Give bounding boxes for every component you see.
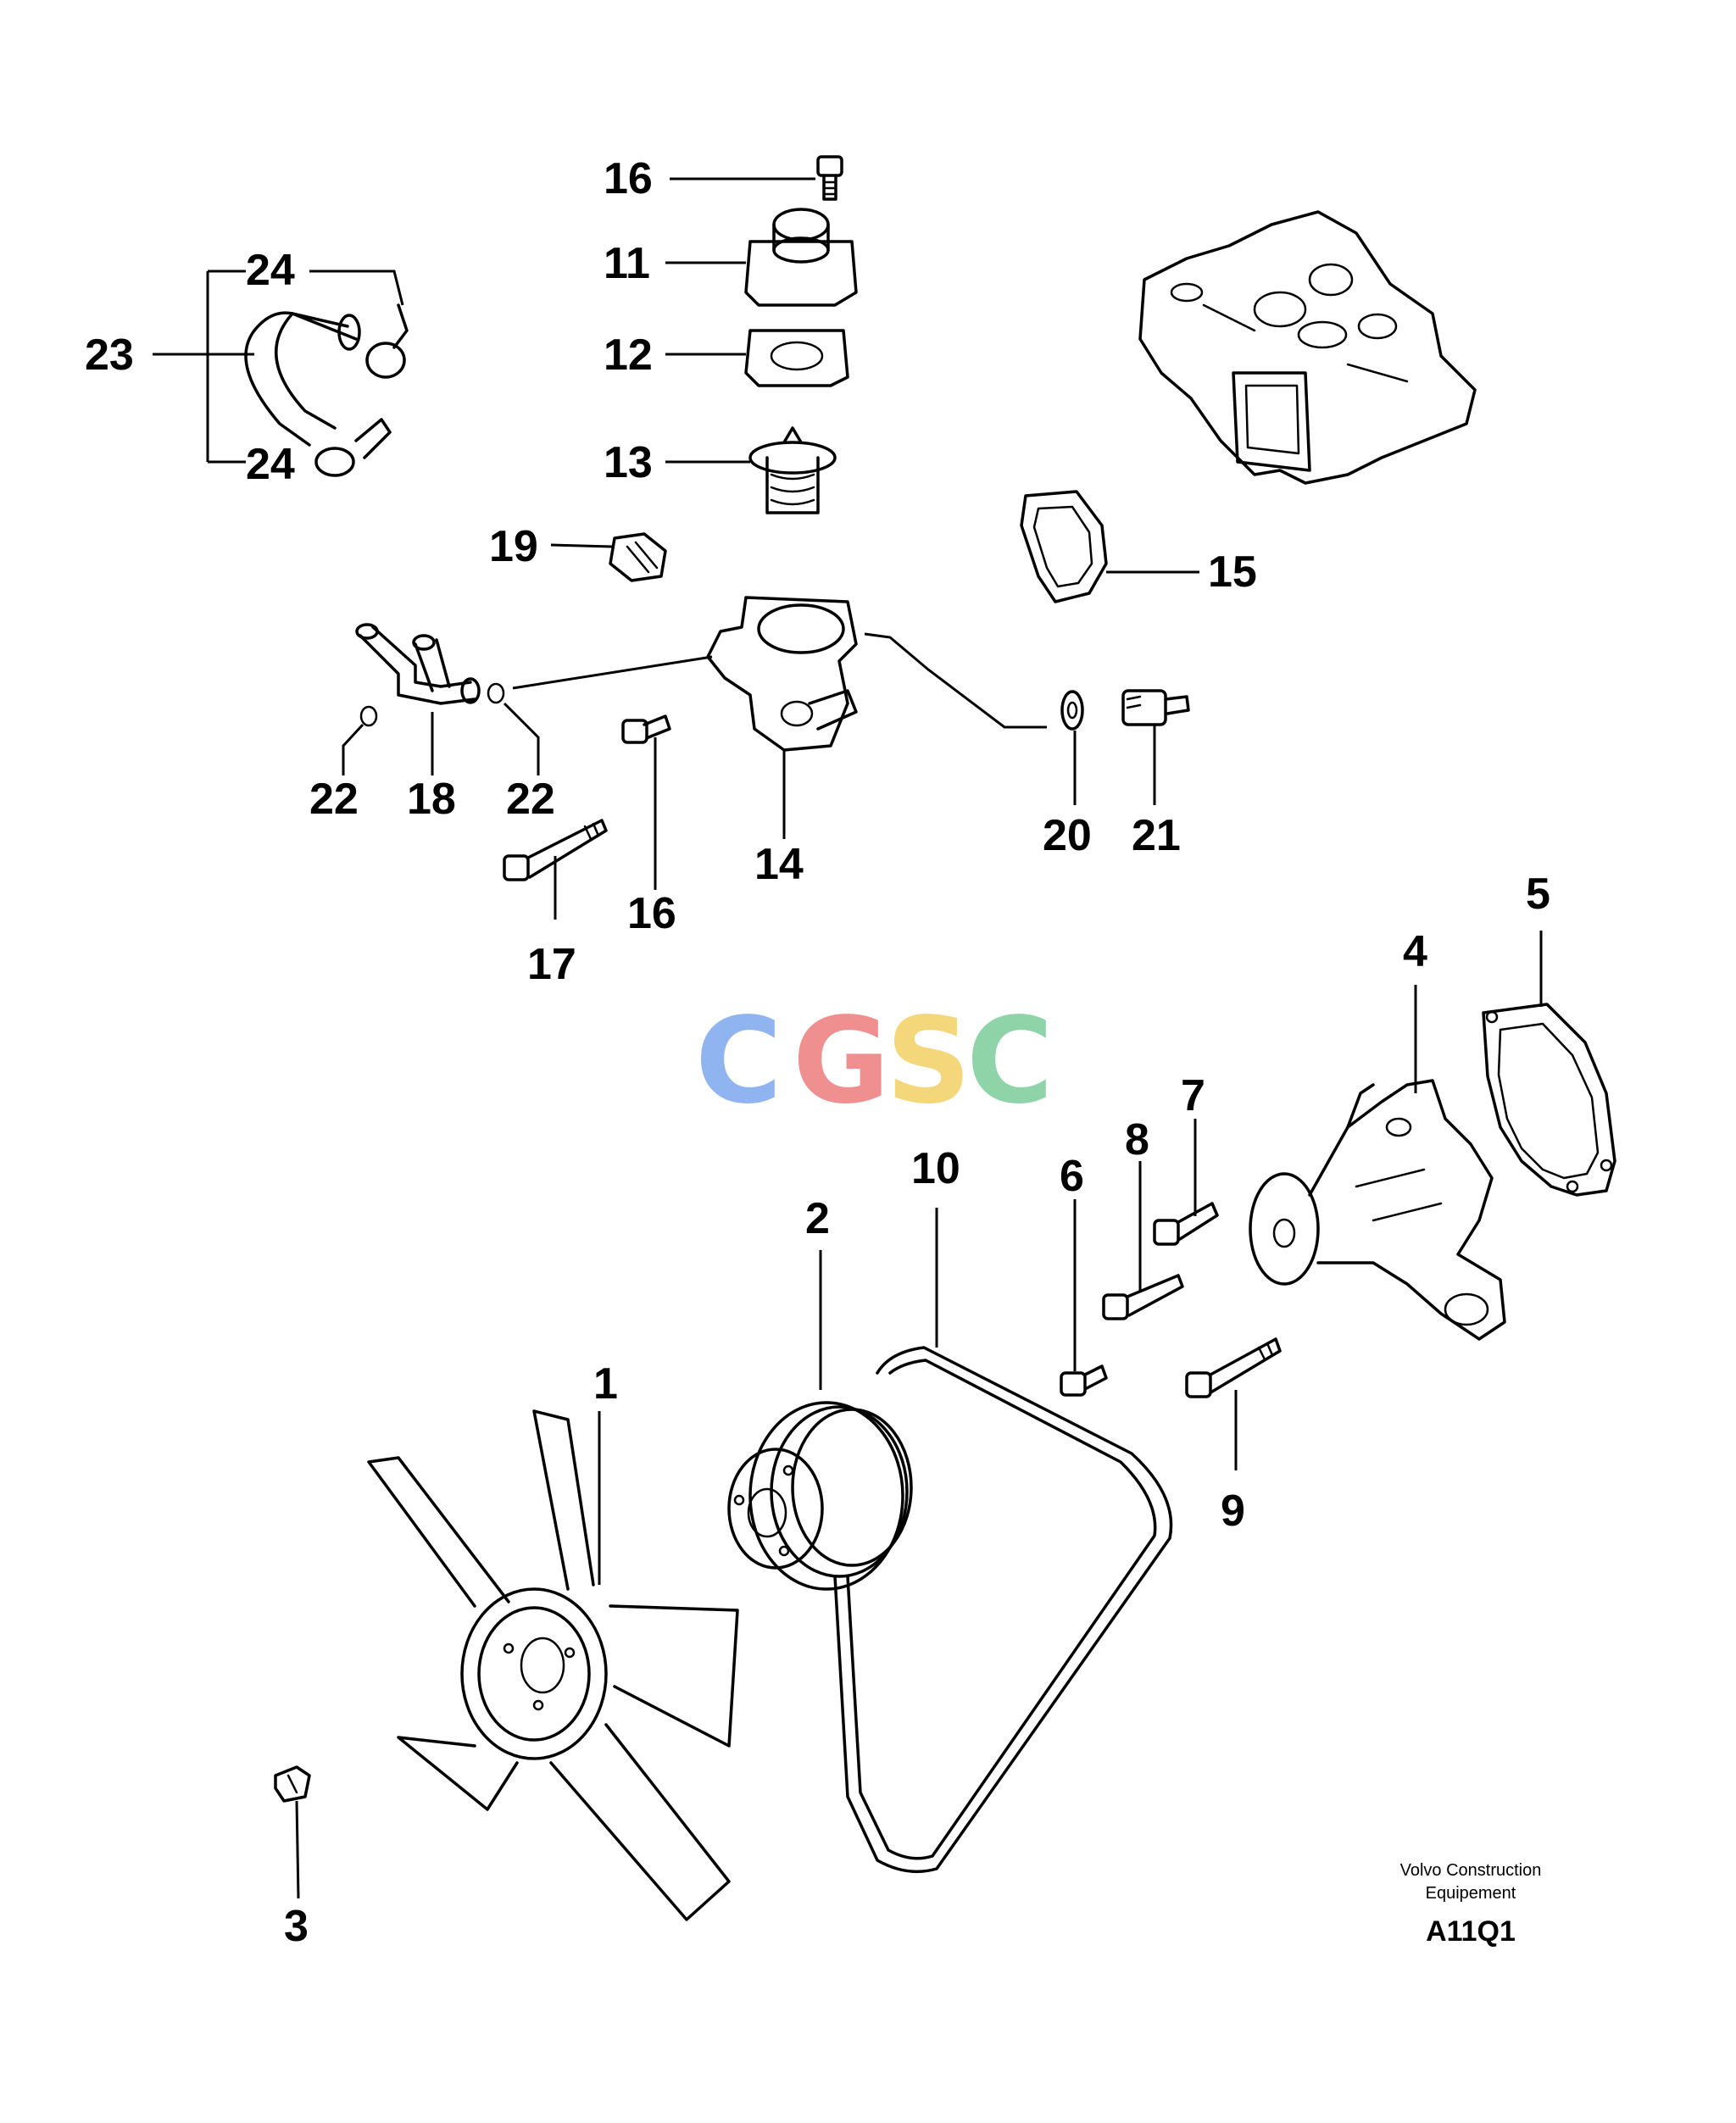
callout-16-top: 16	[604, 154, 653, 203]
clip-3	[274, 1765, 311, 1803]
gasket-12	[744, 329, 849, 387]
water-pump-4	[1249, 1079, 1506, 1341]
callout-3: 3	[284, 1902, 309, 1951]
callout-22-left: 22	[309, 775, 359, 824]
hose-clamp-24-lower	[314, 418, 392, 477]
plug-19	[609, 532, 667, 582]
watermark-letter-g: G	[793, 992, 890, 1131]
temperature-sensor-21	[1121, 689, 1190, 726]
callout-18: 18	[407, 775, 456, 824]
cgsc-watermark-logo: C G S C	[695, 992, 1054, 1131]
watermark-letter-s: S	[886, 992, 971, 1131]
v-belt-10	[833, 1346, 1173, 1874]
callout-7: 7	[1181, 1071, 1205, 1120]
callout-9: 9	[1221, 1487, 1245, 1536]
callout-19: 19	[489, 522, 538, 571]
caption-line-2: Equipement	[1426, 1884, 1516, 1903]
thermostat-cover-11	[744, 208, 858, 307]
engine-block-outline	[1138, 210, 1477, 485]
callout-11: 11	[604, 239, 650, 288]
bolt-16-lower	[621, 714, 671, 744]
hose-clamp-24-upper	[365, 303, 409, 379]
hose-23	[244, 311, 361, 447]
thermostat-13	[748, 426, 837, 514]
callout-17: 17	[527, 940, 576, 989]
o-ring-22-left	[359, 705, 378, 727]
callout-2: 2	[805, 1194, 830, 1243]
bolt-7	[1153, 1202, 1219, 1246]
callout-5: 5	[1526, 870, 1550, 919]
callout-8: 8	[1125, 1115, 1149, 1164]
callout-13: 13	[604, 438, 653, 487]
figure-code: A11Q1	[1426, 1915, 1516, 1948]
callout-4: 4	[1403, 927, 1427, 976]
callout-23: 23	[85, 331, 134, 380]
callout-14: 14	[754, 840, 804, 889]
thermostat-housing-14	[706, 596, 858, 752]
callout-21: 21	[1132, 811, 1181, 860]
caption-line-1: Volvo Construction	[1400, 1861, 1542, 1880]
bolt-8	[1102, 1274, 1184, 1320]
watermark-letter-c2: C	[966, 992, 1054, 1131]
callout-12: 12	[604, 331, 653, 380]
callout-1: 1	[593, 1359, 618, 1409]
fan-1	[367, 1409, 739, 1921]
bolt-9	[1185, 1337, 1282, 1398]
watermark-letter-c1: C	[695, 992, 782, 1131]
o-ring-22-right	[487, 682, 505, 704]
water-pipe-18	[355, 623, 481, 705]
gasket-5	[1482, 1003, 1616, 1197]
washer-20	[1060, 690, 1084, 731]
callout-10: 10	[911, 1144, 960, 1193]
gasket-15	[1020, 490, 1108, 603]
callout-24-upper: 24	[246, 246, 295, 295]
callout-6: 6	[1060, 1152, 1084, 1201]
bolt-17	[503, 819, 608, 881]
callout-16-lower: 16	[627, 889, 676, 938]
callout-22-right: 22	[506, 775, 555, 824]
pulley-2	[727, 1401, 913, 1591]
bolt-6	[1060, 1364, 1108, 1397]
callout-15: 15	[1208, 547, 1257, 597]
callout-20: 20	[1043, 811, 1092, 860]
bolt-16-top	[816, 155, 843, 201]
callout-24-lower: 24	[246, 440, 295, 489]
